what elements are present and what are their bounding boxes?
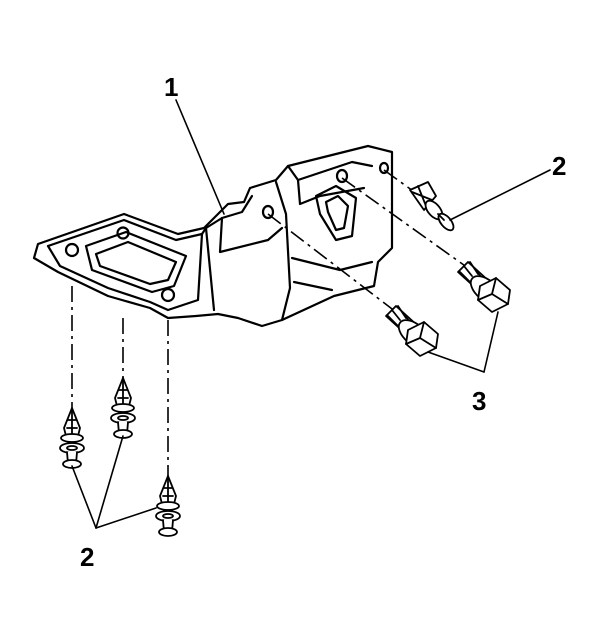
- push-pin-retainer-side: [409, 181, 455, 232]
- callout-2-right: 2: [552, 151, 566, 181]
- flange-bolt: [385, 305, 439, 357]
- push-pin-retainer: [155, 475, 181, 537]
- push-pin-retainer: [59, 407, 85, 469]
- callout-1: 1: [164, 72, 178, 102]
- bracket: [32, 144, 394, 328]
- push-pin-retainer: [110, 377, 136, 439]
- callout-2-bottom: 2: [80, 542, 94, 572]
- callout-3: 3: [472, 386, 486, 416]
- flange-bolt: [457, 261, 511, 313]
- leader-lines: [71, 99, 551, 529]
